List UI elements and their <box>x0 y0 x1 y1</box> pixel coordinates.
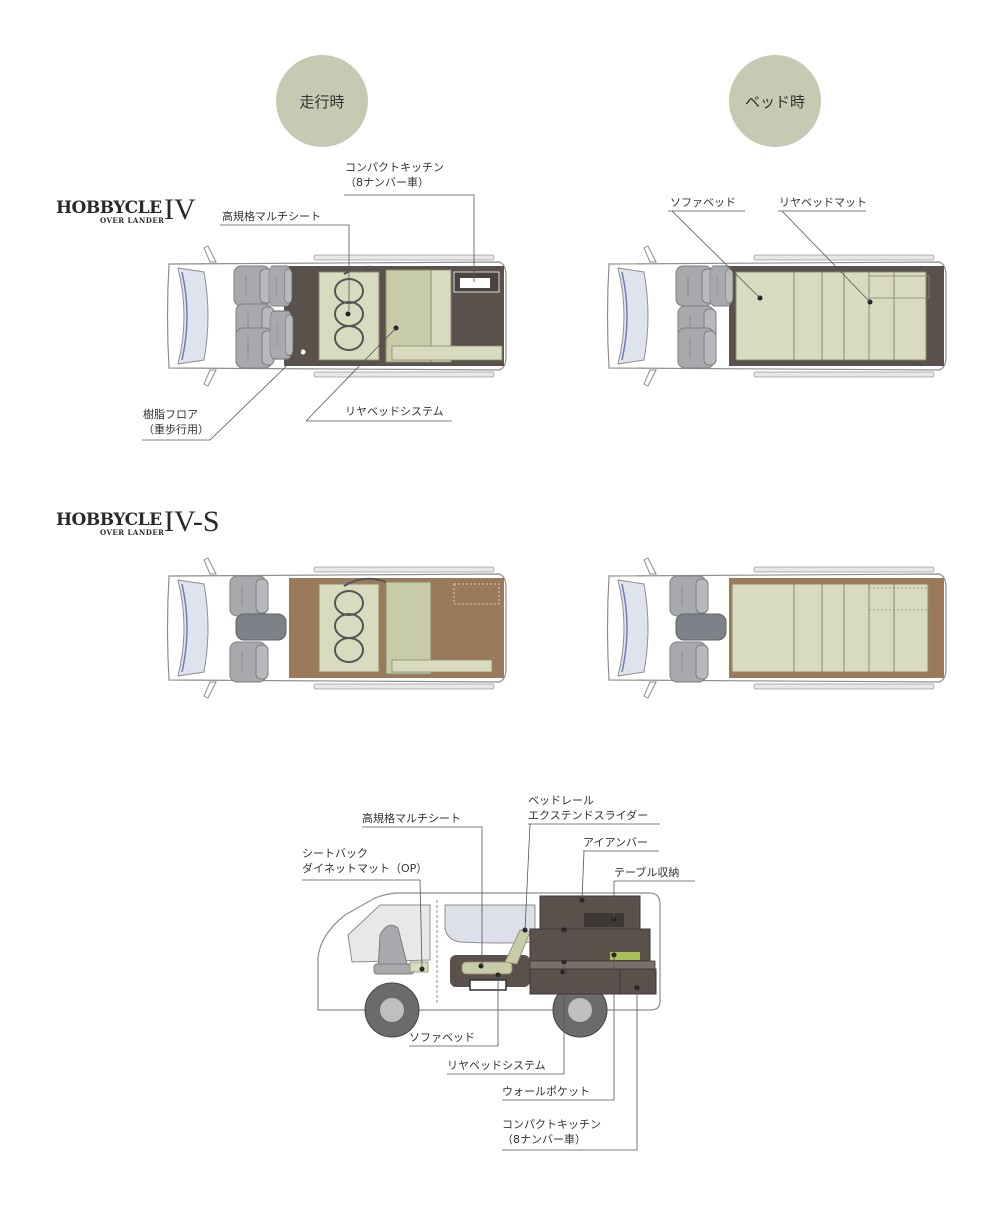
iv-s-driving-floorplan <box>166 557 507 699</box>
side-view-drawing <box>317 892 661 1038</box>
logo-model: IV <box>164 193 196 226</box>
label-seat-back: シートバック ダイネットマット（OP） <box>302 846 427 876</box>
label-side-sofa-bed: ソファベッド <box>409 1031 475 1044</box>
label-kitchen-line1: コンパクトキッチン <box>345 161 444 174</box>
label-multi-seat: 高規格マルチシート <box>222 210 321 223</box>
label-wall-pocket: ウォールポケット <box>502 1085 590 1098</box>
label-resin-floor-line1: 樹脂フロア <box>143 408 198 421</box>
iv-bed-leaders <box>668 210 871 303</box>
label-sofa-bed-top: ソファベッド <box>670 196 736 209</box>
label-side-rear-bed-system: リヤベッドシステム <box>447 1059 546 1072</box>
label-resin-floor: 樹脂フロア （重歩行用） <box>143 407 209 437</box>
side-view-leaders <box>302 823 695 1151</box>
label-bed-rail-line2: エクステンドスライダー <box>528 809 649 822</box>
label-side-kitchen-line2: （8ナンバー車） <box>502 1133 586 1146</box>
iv-driving-floorplan <box>166 245 507 387</box>
driving-mode-badge: 走行時 <box>276 55 368 147</box>
logo-model: IV-S <box>164 505 220 538</box>
label-seat-back-line2: ダイネットマット（OP） <box>302 862 428 875</box>
label-side-multi-seat: 高規格マルチシート <box>362 812 461 825</box>
logo-sub: OVER LANDER <box>100 528 165 537</box>
label-bed-rail-line1: ベッドレール <box>528 794 594 807</box>
label-kitchen-line2: （8ナンバー車） <box>345 176 429 189</box>
label-table-storage: テーブル収納 <box>614 866 680 879</box>
logo-brand: HOBBYCLE <box>56 198 162 218</box>
label-iron-bar: アイアンバー <box>583 836 649 849</box>
logo-sub: OVER LANDER <box>100 216 165 225</box>
iv-s-bed-floorplan <box>606 557 947 699</box>
bed-mode-badge: ベッド時 <box>729 55 821 147</box>
logo-brand: HOBBYCLE <box>56 510 162 530</box>
label-resin-floor-line2: （重歩行用） <box>143 423 209 436</box>
logo-hobbycle-iv-s: HOBBYCLE OVER LANDER IV-S <box>56 506 226 540</box>
label-rear-bed-mat: リヤベッドマット <box>779 196 867 209</box>
logo-hobbycle-iv: HOBBYCLE OVER LANDER IV <box>56 194 206 228</box>
label-side-kitchen-line1: コンパクトキッチン <box>502 1118 601 1131</box>
label-side-kitchen: コンパクトキッチン （8ナンバー車） <box>502 1117 601 1147</box>
label-rear-bed-system: リヤベッドシステム <box>345 405 444 418</box>
bed-mode-label: ベッド時 <box>744 92 805 111</box>
iv-driving-leaders <box>142 194 475 441</box>
driving-mode-label: 走行時 <box>299 92 345 111</box>
label-kitchen: コンパクトキッチン （8ナンバー車） <box>345 160 444 190</box>
label-bed-rail: ベッドレール エクステンドスライダー <box>528 793 648 823</box>
iv-bed-floorplan <box>606 245 947 387</box>
label-seat-back-line1: シートバック <box>302 847 368 860</box>
